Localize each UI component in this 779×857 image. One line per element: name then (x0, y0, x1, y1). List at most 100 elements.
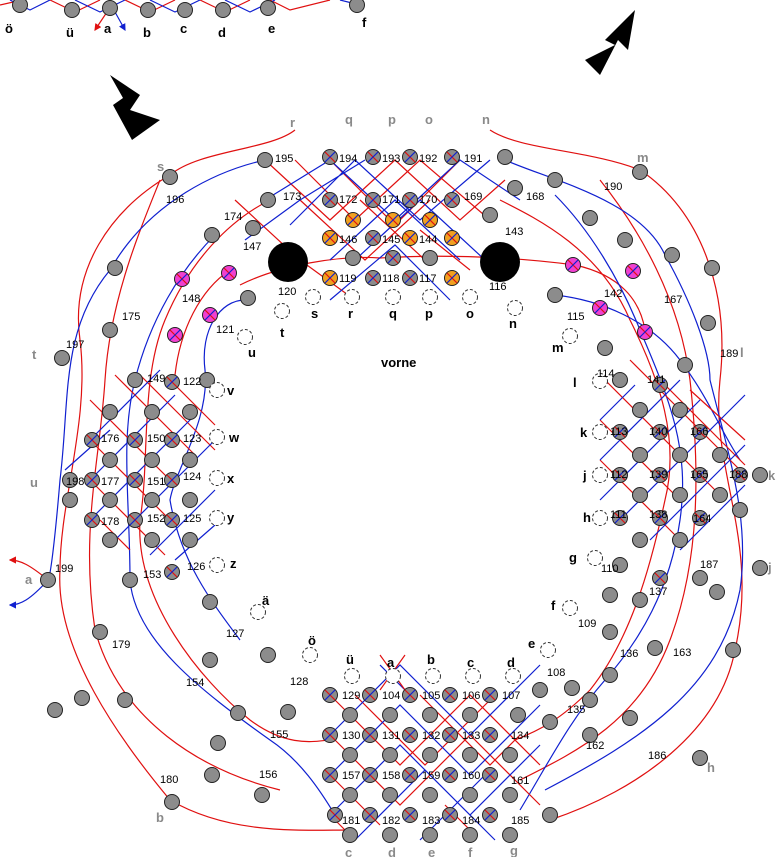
pin-marker (542, 807, 558, 823)
pin-marker (510, 707, 526, 723)
thread-label: n (482, 112, 490, 127)
direction-arrow-down-icon (110, 75, 160, 140)
pin-marker (144, 404, 160, 420)
open-pin-marker (250, 604, 266, 620)
pin-marker (677, 357, 693, 373)
left-thread-label: y (227, 510, 235, 525)
pin-marker (84, 472, 100, 488)
node-number: 166 (690, 426, 708, 438)
node-number: 147 (243, 241, 261, 253)
open-pin-marker (237, 329, 253, 345)
inner-thread-label: n (509, 316, 517, 331)
pin-marker (462, 787, 478, 803)
pin-marker (752, 560, 768, 576)
node-number: 107 (502, 690, 520, 702)
pin-marker (402, 687, 418, 703)
pin-marker (672, 487, 688, 503)
node-number: 190 (604, 181, 622, 193)
node-number: 139 (649, 469, 667, 481)
pin-marker (102, 452, 118, 468)
pin-marker (444, 192, 460, 208)
pin-marker (497, 149, 513, 165)
open-pin-marker (209, 470, 225, 486)
pin-marker (612, 372, 628, 388)
bottom-outer-label: f (468, 845, 473, 857)
open-pin-marker (505, 668, 521, 684)
pin-marker (422, 787, 438, 803)
node-number: 141 (647, 374, 665, 386)
pin-marker (12, 0, 28, 13)
pin-marker (402, 270, 418, 286)
node-number: 155 (270, 729, 288, 741)
node-number: 157 (342, 770, 360, 782)
node-number: 127 (226, 628, 244, 640)
node-number: 132 (422, 730, 440, 742)
pin-marker (422, 827, 438, 843)
pin-marker (202, 594, 218, 610)
pin-marker (612, 510, 628, 526)
thread-label: q (345, 112, 353, 127)
inner-thread-label: o (466, 306, 474, 321)
pin-marker (345, 212, 361, 228)
node-number: 163 (673, 647, 691, 659)
open-pin-marker (209, 510, 225, 526)
pin-marker (202, 652, 218, 668)
pin-marker (322, 192, 338, 208)
node-number: 148 (182, 293, 200, 305)
pin-marker (260, 647, 276, 663)
pin-marker (652, 467, 668, 483)
left-thread-label: x (227, 471, 235, 486)
node-number: 175 (122, 311, 140, 323)
pin-marker (365, 149, 381, 165)
pin-marker (602, 667, 618, 683)
pin-marker (597, 340, 613, 356)
node-number: 199 (55, 563, 73, 575)
pin-marker (342, 827, 358, 843)
pin-marker (422, 250, 438, 266)
left-thread-label: ä (262, 593, 270, 608)
open-pin-marker (465, 668, 481, 684)
pin-marker (322, 270, 338, 286)
pin-marker (502, 747, 518, 763)
pin-marker (612, 557, 628, 573)
open-pin-marker (385, 668, 401, 684)
node-number: 198 (66, 476, 84, 488)
right-thread-label: e (528, 636, 535, 651)
open-pin-marker (592, 373, 608, 389)
top-fragment-label: d (218, 25, 226, 40)
pin-marker (164, 794, 180, 810)
top-fragment-label: ü (66, 25, 74, 40)
pin-marker (177, 2, 193, 18)
pin-marker (127, 512, 143, 528)
bottom-outer-label: d (388, 845, 396, 857)
node-number: 171 (382, 194, 400, 206)
pin-marker (444, 270, 460, 286)
top-fragment-label: a (104, 21, 112, 36)
node-number: 161 (511, 775, 529, 787)
pin-marker (712, 447, 728, 463)
pin-marker (632, 164, 648, 180)
outer-left-label: u (30, 475, 38, 490)
pin-marker (622, 710, 638, 726)
open-pin-marker (592, 424, 608, 440)
pin-marker (502, 787, 518, 803)
node-number: 158 (382, 770, 400, 782)
top-fragment-label: f (362, 15, 367, 30)
pin-marker (102, 0, 118, 16)
pin-marker (382, 747, 398, 763)
pin-marker (402, 807, 418, 823)
left-thread-label: v (227, 383, 235, 398)
pin-marker (632, 447, 648, 463)
node-number: 191 (464, 153, 482, 165)
pin-marker (385, 212, 401, 228)
open-pin-marker (562, 328, 578, 344)
pin-marker (257, 152, 273, 168)
right-thread-label: g (569, 550, 577, 565)
node-number: 184 (462, 815, 480, 827)
pin-marker (664, 247, 680, 263)
node-number: 156 (259, 769, 277, 781)
pin-marker (322, 149, 338, 165)
pin-marker (732, 502, 748, 518)
open-pin-marker (462, 289, 478, 305)
